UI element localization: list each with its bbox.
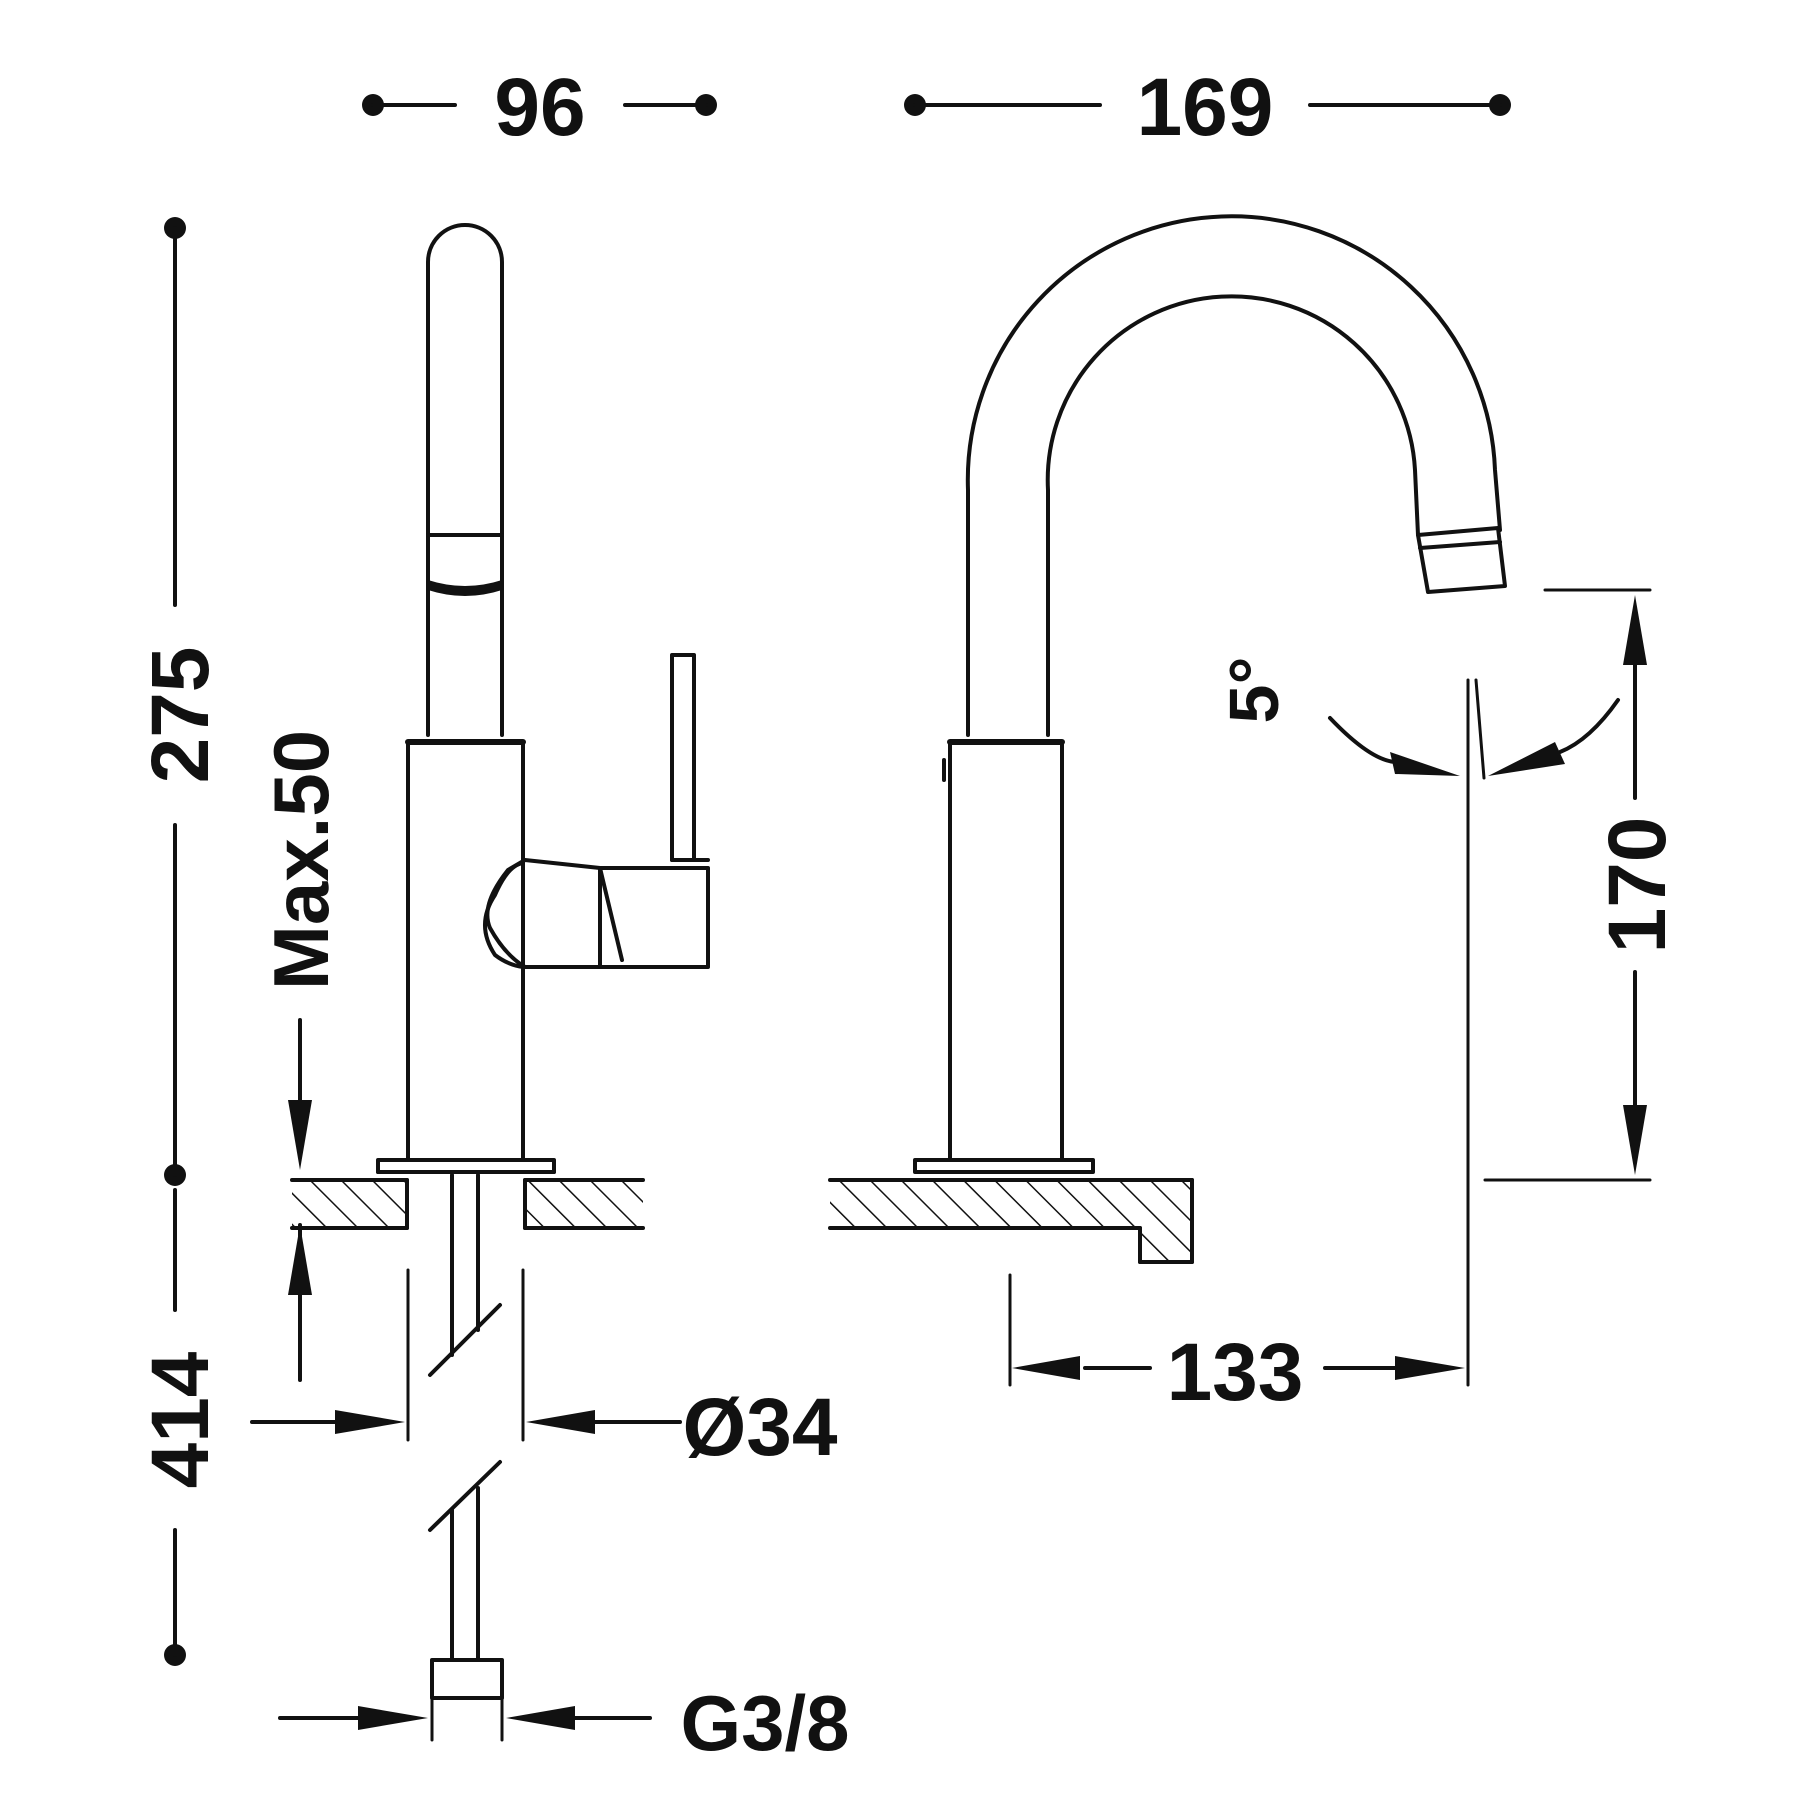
dimension-depth-169: 169 <box>904 62 1511 153</box>
spout-angle-line <box>1474 678 1486 780</box>
dimension-label-angle-5: 5° <box>1215 657 1293 724</box>
dimension-thread-g38: G3/8 <box>278 1679 850 1767</box>
dimension-spout-height-170: 170 <box>1483 588 1683 1182</box>
dimension-label-diameter-34: Ø34 <box>683 1382 838 1473</box>
countertop-side <box>828 1178 1194 1264</box>
dimension-height-275: 275 <box>135 217 226 1186</box>
countertop-front <box>290 1178 645 1230</box>
dimension-label-133: 133 <box>1167 1327 1304 1418</box>
dimension-label-96: 96 <box>494 62 585 153</box>
dimension-label-275: 275 <box>135 647 226 784</box>
dimension-hose-414: 414 <box>135 1188 226 1666</box>
dimension-angle-5: 5° <box>1215 657 1620 776</box>
dimension-label-169: 169 <box>1137 62 1274 153</box>
dimension-label-max-50: Max.50 <box>257 730 345 990</box>
faucet-side-view <box>913 214 1507 1174</box>
dimension-width-96: 96 <box>362 62 717 153</box>
dimension-label-thread-g38: G3/8 <box>680 1679 849 1767</box>
dimension-diameter-34: Ø34 <box>250 1268 838 1473</box>
dimension-max-50: Max.50 <box>257 730 345 1382</box>
faucet-front-view <box>376 223 710 1700</box>
dimension-label-414: 414 <box>135 1351 226 1488</box>
dimension-label-170: 170 <box>1592 817 1683 954</box>
dimension-spout-reach-133: 133 <box>1008 1273 1465 1418</box>
